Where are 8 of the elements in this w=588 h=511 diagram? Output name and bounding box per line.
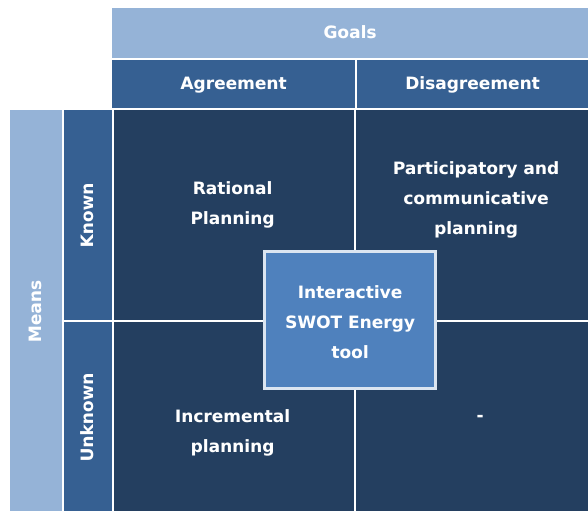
row-header: Known bbox=[64, 110, 112, 320]
center-box: Interactive SWOT Energy tool bbox=[263, 250, 437, 390]
column-header: Agreement bbox=[112, 60, 355, 108]
row-group-header: Means bbox=[10, 110, 62, 511]
column-group-header: Goals bbox=[112, 8, 588, 58]
row-header: Unknown bbox=[64, 322, 112, 511]
column-header: Disagreement bbox=[357, 60, 588, 108]
cell-label: - bbox=[462, 400, 498, 432]
